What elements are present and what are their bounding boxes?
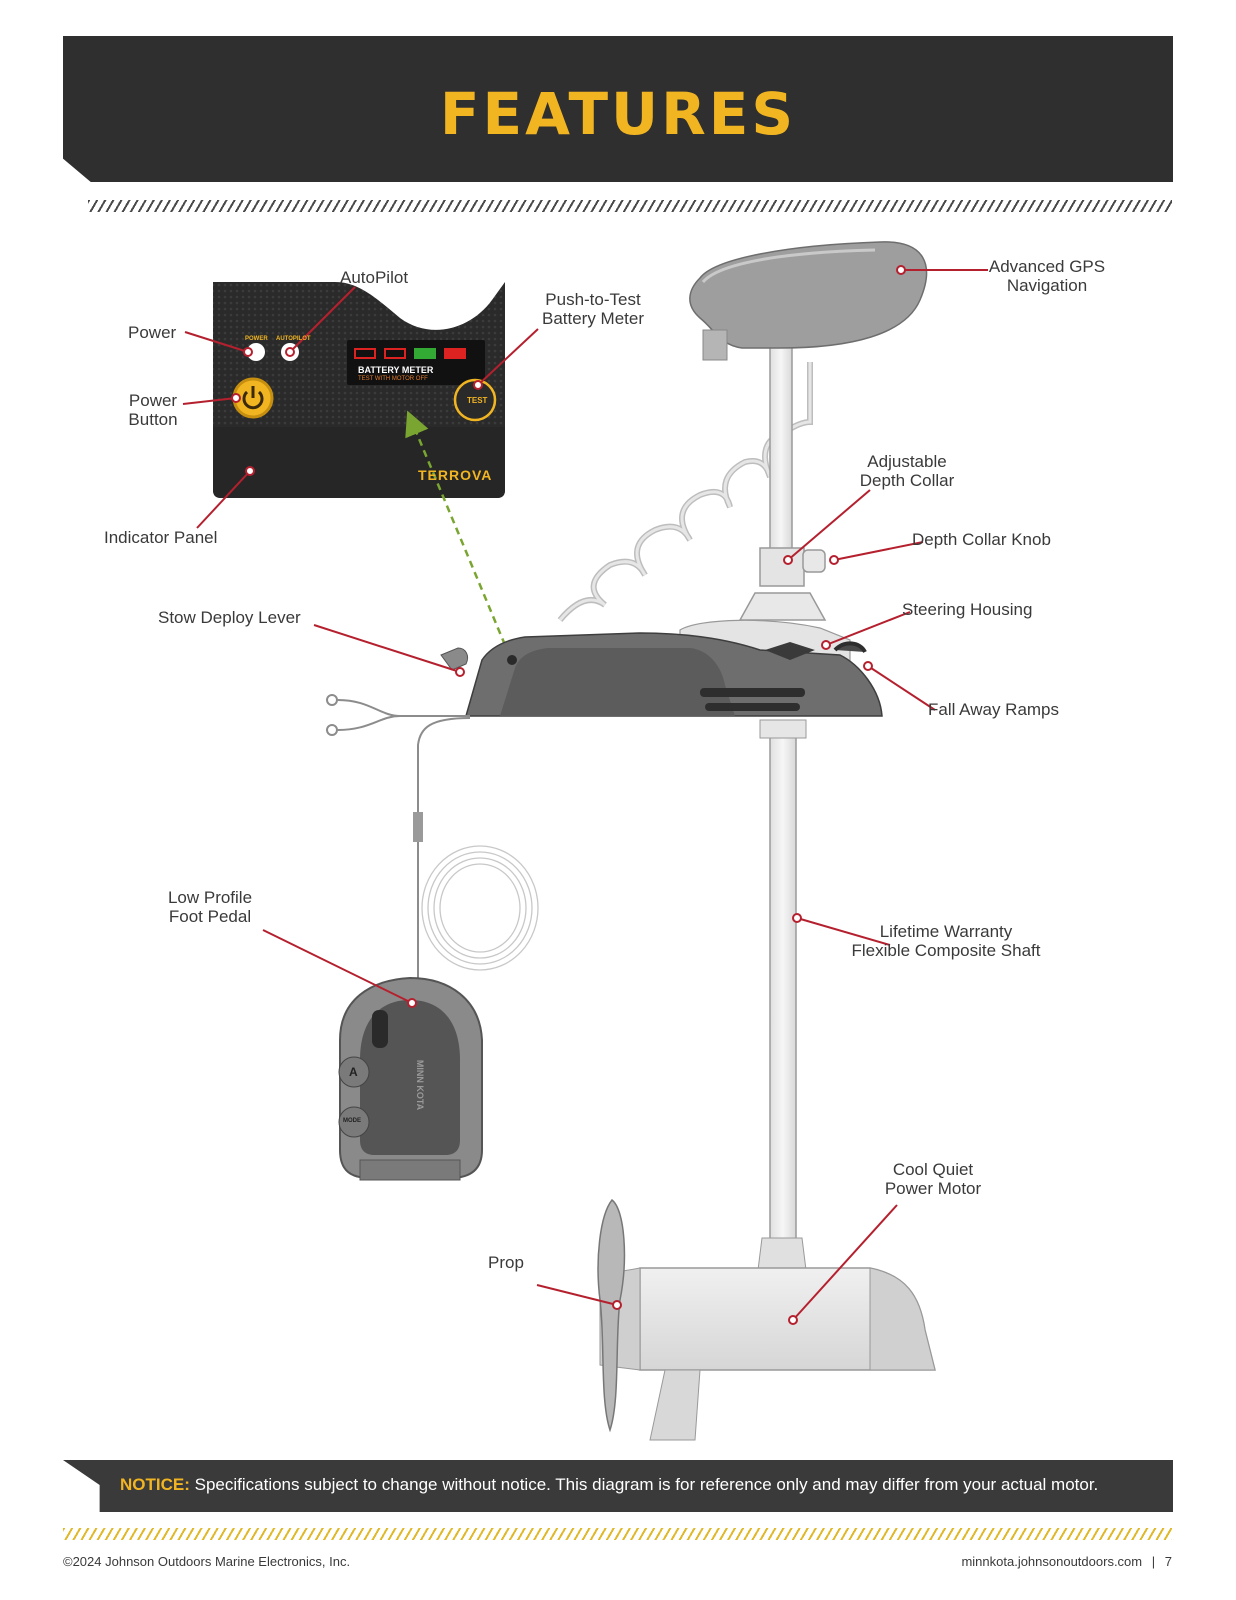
prop-graphic — [597, 1198, 626, 1433]
coil-cord — [557, 362, 813, 622]
steering-housing-graphic — [738, 592, 827, 621]
fall-away-ramps-label: Fall Away Ramps — [928, 700, 1060, 719]
page-title: FEATURES — [439, 80, 797, 148]
indicator-panel-graphic — [213, 282, 505, 498]
foot-pedal-label: Low Profile Foot Pedal — [167, 888, 253, 926]
pedal-cable-coil — [421, 845, 539, 971]
stow-deploy-lever-graphic — [440, 647, 469, 671]
depth-collar — [759, 547, 805, 587]
header-divider — [88, 200, 1172, 212]
autopilot-led-label: AUTOPILOT — [276, 336, 311, 342]
footer-divider — [63, 1528, 1172, 1540]
depth-collar-knob-label: Depth Collar Knob — [912, 530, 1051, 549]
steering-housing-label: Steering Housing — [902, 600, 1033, 619]
page-header: FEATURES — [63, 36, 1173, 182]
depth-collar-knob — [802, 549, 826, 573]
notice-text: NOTICE: Specifications subject to change… — [120, 1475, 1098, 1495]
stow-deploy-lever-label: Stow Deploy Lever — [158, 608, 301, 627]
indicator-panel-label: Indicator Panel — [104, 528, 218, 547]
notice-body: Specifications subject to change without… — [189, 1475, 1099, 1494]
callout-lines — [182, 269, 988, 1321]
footer-right: minnkota.johnsonoutdoors.com | 7 — [961, 1554, 1172, 1569]
shaft-label: Lifetime Warranty Flexible Composite Sha… — [851, 922, 1041, 960]
motor-label: Cool Quiet Power Motor — [884, 1160, 982, 1198]
test-button-graphic — [453, 378, 497, 422]
battery-meter-hint: TEST WITH MOTOR OFF — [358, 376, 428, 382]
gps-head — [689, 241, 928, 361]
panel-brand: TERROVA — [418, 467, 493, 483]
battery-leads — [326, 694, 471, 985]
power-led — [247, 343, 265, 361]
pedal-brand: MINN KOTA — [415, 1059, 426, 1111]
foot-pedal-graphic — [338, 976, 483, 1181]
callout-dots — [231, 265, 906, 1325]
upper-shaft — [769, 344, 793, 556]
lower-shaft — [769, 734, 797, 1241]
footer-site: minnkota.johnsonoutdoors.com — [961, 1554, 1143, 1569]
footer-copyright: ©2024 Johnson Outdoors Marine Electronic… — [63, 1554, 351, 1569]
panel-location-arrow — [405, 410, 507, 646]
page-number: 7 — [1164, 1554, 1172, 1569]
mount-base — [440, 619, 883, 717]
adjustable-depth-collar-label: Adjustable Depth Collar — [859, 452, 955, 490]
footer-separator: | — [1151, 1554, 1156, 1569]
battery-meter-label: BATTERY METER — [358, 365, 434, 375]
notice-bar: NOTICE: Specifications subject to change… — [63, 1460, 1173, 1512]
pedal-a-button: A — [349, 1065, 358, 1079]
motor-graphic — [597, 1198, 936, 1441]
prop-label: Prop — [488, 1253, 524, 1272]
power-label: Power — [128, 323, 177, 342]
pedal-mode-button: MODE — [343, 1118, 361, 1124]
notice-label: NOTICE: — [120, 1475, 190, 1494]
push-to-test-label: Push-to-Test Battery Meter — [541, 290, 645, 328]
power-led-label: POWER — [245, 336, 268, 342]
autopilot-label: AutoPilot — [340, 268, 409, 287]
power-button-label: Power Button — [128, 391, 178, 429]
advanced-gps-label: Advanced GPS Navigation — [988, 257, 1106, 295]
test-button-label: TEST — [467, 396, 488, 405]
